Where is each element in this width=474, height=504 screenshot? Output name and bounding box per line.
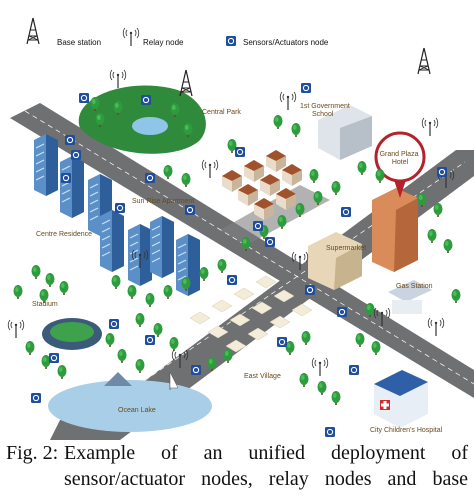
label-center-residence: Centre Residence <box>36 231 92 238</box>
sensor-node-icon <box>144 334 156 346</box>
sensor-node-icon <box>108 318 120 330</box>
sensor-node-icon <box>276 336 288 348</box>
label-government-school: 1st Government School <box>300 103 352 118</box>
stadium: Stadium <box>32 301 102 350</box>
sensor-node-legend-icon <box>225 35 237 47</box>
sensor-node-icon <box>252 220 264 232</box>
sensor-node-icon <box>140 94 152 106</box>
legend-relay-node: Relay node <box>143 38 184 47</box>
sensor-node-icon <box>60 172 72 184</box>
sensor-node-icon <box>78 92 90 104</box>
sensor-node-icon <box>144 172 156 184</box>
sensor-node-icon <box>64 134 76 146</box>
label-east-village: East Village <box>244 373 281 380</box>
label-gas-station: Gas Station <box>396 283 433 290</box>
label-apartment: Sun Rise Apartment <box>132 198 194 205</box>
sensor-node-icon <box>300 82 312 94</box>
relay-node-icon <box>109 69 127 89</box>
sensor-node-icon <box>304 284 316 296</box>
sensor-node-icon <box>226 274 238 286</box>
sensor-node-icon <box>264 236 276 248</box>
caption-line-1: Example of an unified deployment of <box>64 442 468 464</box>
grand-plaza-hotel: Grand Plaza Hotel <box>372 131 426 272</box>
sensor-node-icon <box>48 352 60 364</box>
figure-caption: Fig. 2: Example of an unified deployment… <box>6 440 468 492</box>
legend-base-station: Base station <box>57 38 101 47</box>
sensor-node-icon <box>234 146 246 158</box>
legend: Base station Relay node Sensors/Actuator… <box>26 17 329 47</box>
legend-sensor-node: Sensors/Actuators node <box>243 38 329 47</box>
label-lake: Ocean Lake <box>118 407 156 414</box>
label-central-park: Central Park <box>202 109 241 116</box>
central-park: Central Park <box>78 85 241 154</box>
base-station-icon <box>417 47 431 75</box>
label-supermarket: Supermarket <box>326 245 366 252</box>
relay-node-icon <box>421 117 439 137</box>
sensor-node-icon <box>348 364 360 376</box>
sensor-node-icon <box>114 202 126 214</box>
government-school: 1st Government School <box>300 103 372 160</box>
sensor-node-icon <box>184 204 196 216</box>
deployment-scene: Base station Relay node Sensors/Actuator… <box>7 17 474 440</box>
supermarket: Supermarket <box>308 232 366 290</box>
sensor-node-icon <box>190 364 202 376</box>
base-station-legend-icon <box>26 17 40 45</box>
figure-number: Fig. 2: <box>6 442 59 464</box>
childrens-hospital: City Children's Hospital <box>370 370 443 434</box>
sensor-node-icon <box>340 206 352 218</box>
relay-node-legend-icon <box>122 27 140 47</box>
sensor-node-icon <box>324 426 336 438</box>
label-stadium: Stadium <box>32 301 58 308</box>
label-grand-plaza: Grand Plaza Hotel <box>380 151 421 166</box>
gas-station: Gas Station <box>388 280 433 314</box>
ocean-lake: Ocean Lake <box>48 371 212 432</box>
sensor-node-icon <box>336 306 348 318</box>
sensor-node-icon <box>30 392 42 404</box>
label-hospital: City Children's Hospital <box>370 427 443 434</box>
sensor-node-icon <box>70 149 82 161</box>
caption-line-2: sensor/actuator nodes, relay nodes and b… <box>64 468 468 490</box>
sensor-node-icon <box>436 166 448 178</box>
